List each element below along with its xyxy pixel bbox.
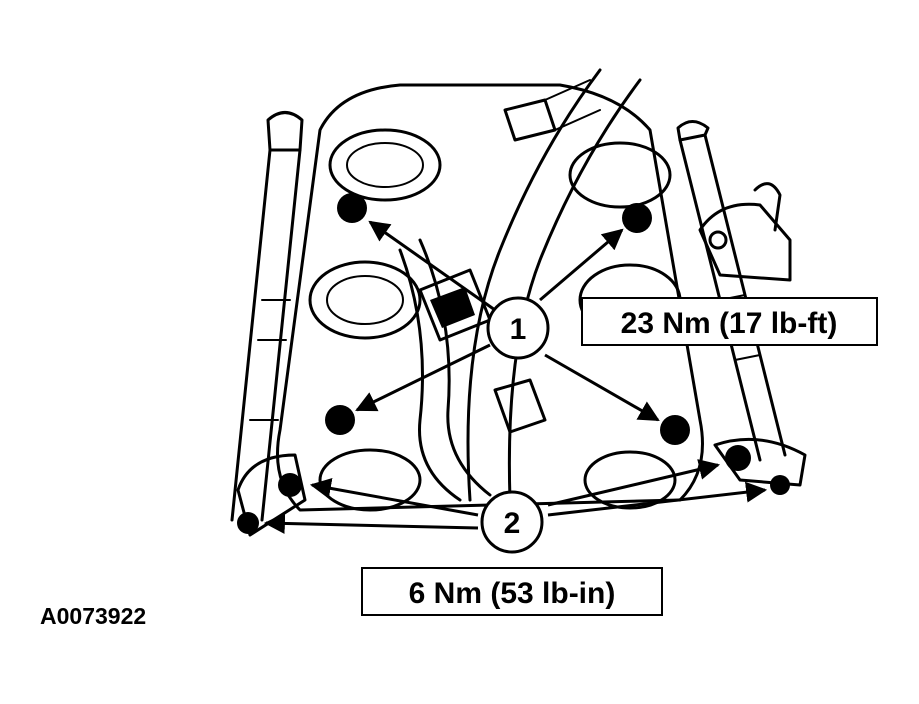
leader-arrows-2: [263, 459, 768, 534]
figure-id: A0073922: [40, 603, 146, 629]
callout-2-number: 2: [504, 507, 521, 540]
torque-label-2-text: 6 Nm (53 lb-in): [409, 577, 616, 610]
torque-label-2: 6 Nm (53 lb-in): [361, 567, 663, 616]
torque-label-1-text: 23 Nm (17 lb-ft): [621, 307, 838, 340]
callout-2: 2: [480, 490, 544, 554]
leader-arrows-1: [355, 220, 660, 422]
torque-label-1: 23 Nm (17 lb-ft): [581, 297, 878, 346]
callout-1: 1: [486, 296, 550, 360]
callout-1-number: 1: [510, 313, 527, 346]
engine-illustration: [230, 68, 807, 537]
